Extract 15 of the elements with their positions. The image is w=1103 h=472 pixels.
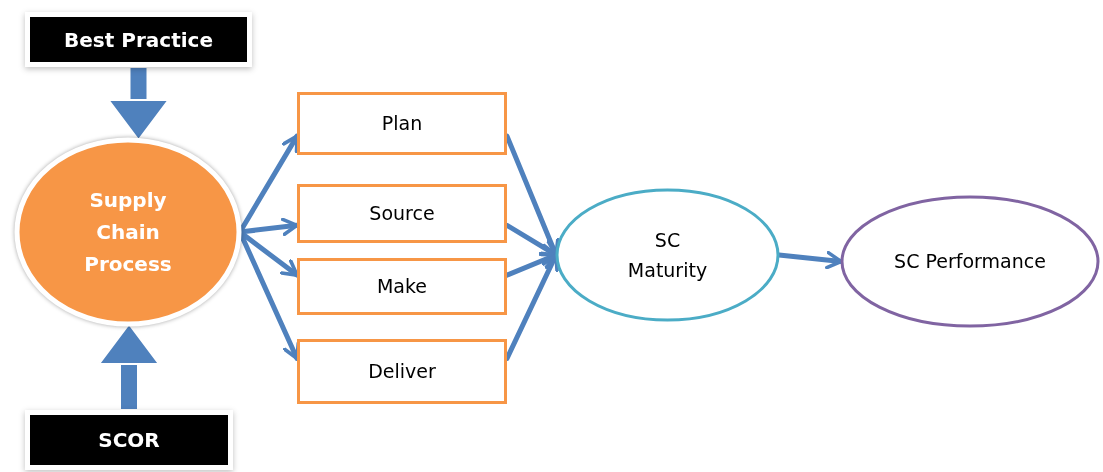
node-label: SCOR <box>98 427 160 454</box>
node-label: Supply Chain Process <box>83 187 173 278</box>
node-label: Plan <box>381 111 423 137</box>
node-label: SC Performance <box>894 249 1046 275</box>
node-label: Deliver <box>368 359 436 385</box>
process-ellipse <box>840 195 1100 328</box>
process-box <box>297 339 507 404</box>
node-label: Make <box>376 274 428 300</box>
node-label: Best Practice <box>64 26 213 54</box>
node-label: Source <box>369 201 435 227</box>
process-box <box>297 258 507 315</box>
node-label: SC Maturity <box>626 227 709 283</box>
process-box <box>297 92 507 155</box>
process-ellipse <box>555 188 780 322</box>
process-box <box>297 184 507 243</box>
